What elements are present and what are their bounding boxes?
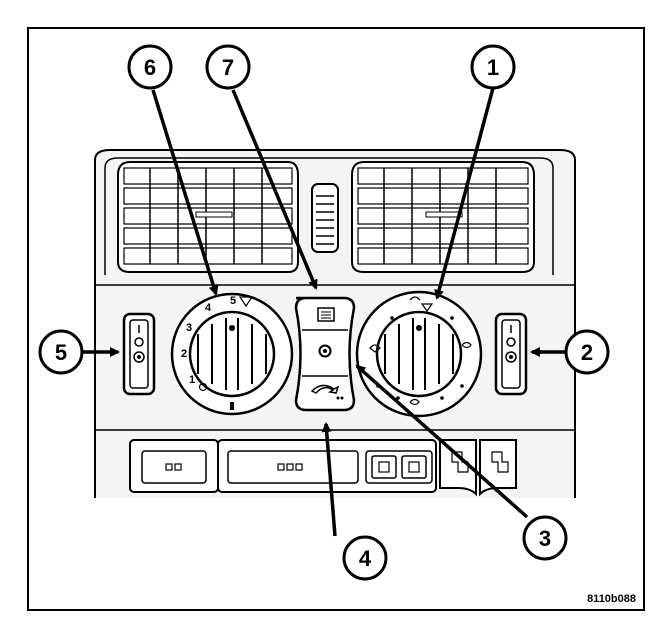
callout-2-label: 2 <box>581 340 593 365</box>
callout-1-label: 1 <box>487 55 499 80</box>
callout-7: 7 <box>205 44 251 90</box>
blower-speed-2: 2 <box>181 348 187 360</box>
callout-6: 6 <box>127 44 173 90</box>
center-button-module <box>294 296 356 412</box>
center-thumbwheel <box>311 183 339 253</box>
callout-7-label: 7 <box>222 55 234 80</box>
mode-control-knob <box>355 290 483 418</box>
callout-5: 5 <box>38 329 84 375</box>
callout-3-label: 3 <box>539 526 551 551</box>
callout-2: 2 <box>564 329 610 375</box>
panel-mode-icon <box>409 296 421 301</box>
right-air-outlet <box>351 161 535 273</box>
blower-speed-1: 1 <box>189 374 195 386</box>
figure-border <box>27 27 645 611</box>
callout-1: 1 <box>470 44 516 90</box>
callout-6-label: 6 <box>144 55 156 80</box>
lower-switch-bank <box>129 439 517 497</box>
callouts: 1 2 3 4 5 6 7 <box>38 44 610 581</box>
fan-icon-high <box>238 296 254 308</box>
floor-mode-icon <box>461 341 472 349</box>
callout-4: 4 <box>342 535 388 581</box>
fan-icon-low <box>198 382 208 392</box>
callout-3: 3 <box>522 515 568 561</box>
blower-speed-3: 3 <box>186 322 192 334</box>
left-air-outlet <box>117 161 299 273</box>
blower-speed-4: 4 <box>205 302 212 314</box>
bilevel-mode-icon <box>409 398 420 406</box>
blower-control-knob: 1 2 3 4 5 <box>170 292 294 416</box>
recirculation-icon <box>310 384 340 394</box>
off-marker <box>230 402 234 410</box>
figure-id: 8110b088 <box>587 593 636 605</box>
right-outlet-control <box>494 312 528 396</box>
leader-line-1 <box>434 87 495 300</box>
callout-5-label: 5 <box>55 340 67 365</box>
defrost-icon <box>420 303 434 313</box>
leader-line-6 <box>151 89 219 296</box>
mix-mode-icon <box>369 344 381 353</box>
leader-line-7 <box>231 89 318 290</box>
leader-line-4 <box>321 422 337 537</box>
leader-line-3 <box>355 364 529 519</box>
leader-lines <box>82 87 566 537</box>
blower-speed-5: 5 <box>230 295 236 307</box>
left-outlet-control <box>122 312 156 396</box>
callout-4-label: 4 <box>359 546 372 571</box>
ac-snowflake-icon <box>318 344 332 358</box>
